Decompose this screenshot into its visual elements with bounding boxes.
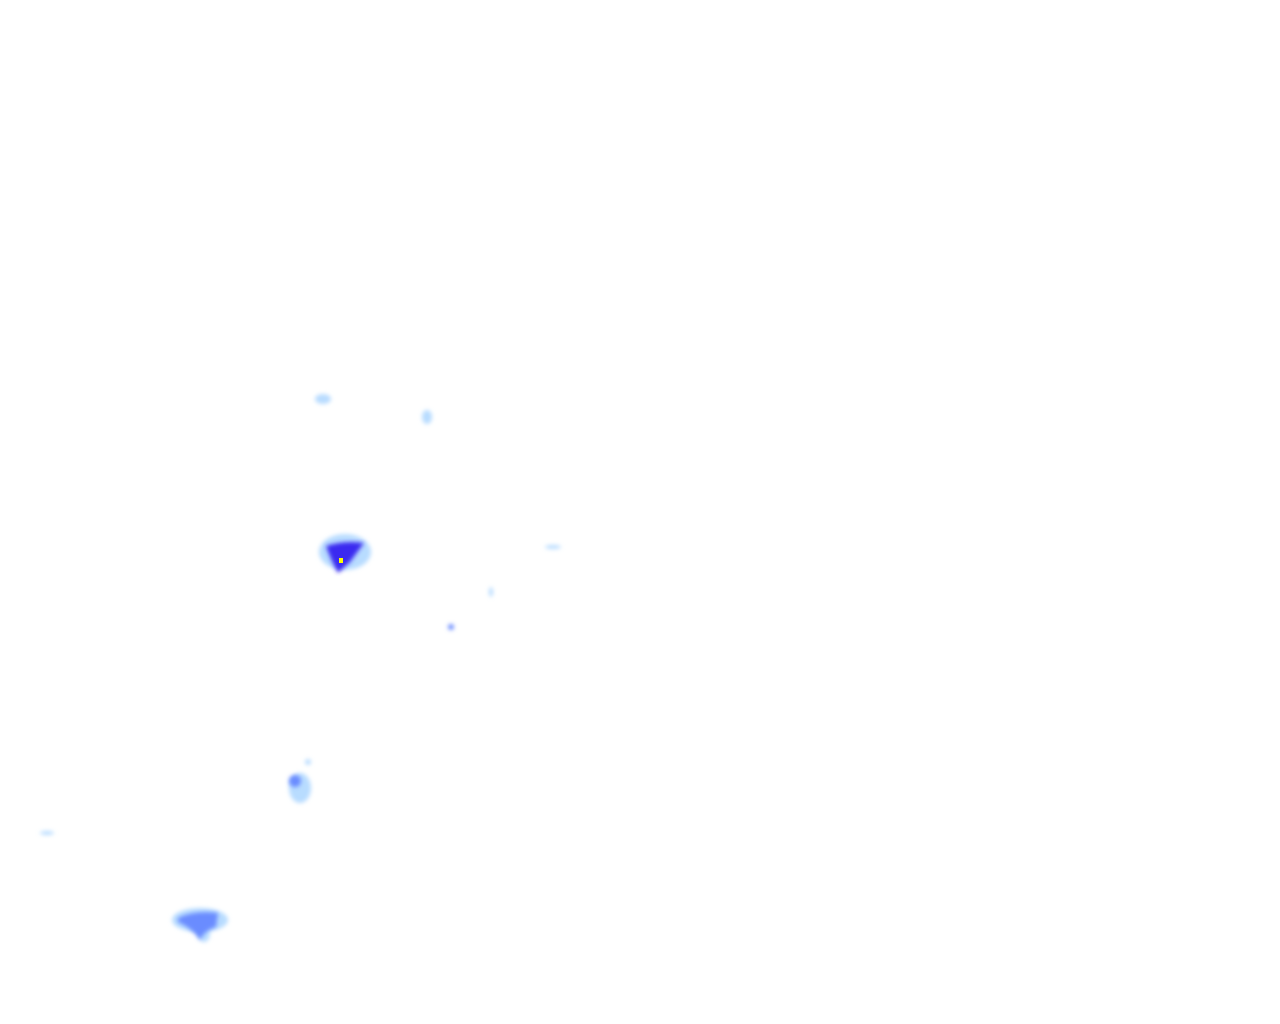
echo-cell: [422, 410, 432, 424]
echo-cell: [289, 775, 301, 787]
echo-cell: [448, 624, 454, 630]
echo-cell: [178, 912, 218, 940]
echo-cell: [40, 831, 54, 835]
heavy-echoes: [326, 542, 364, 573]
moderate-echoes: [178, 624, 454, 940]
echo-core: [339, 558, 343, 563]
echo-cell: [326, 542, 364, 573]
echo-cell: [305, 759, 311, 765]
light-echoes: [40, 394, 561, 942]
echo-cell: [489, 587, 493, 597]
echo-cell: [315, 394, 331, 404]
echo-cell: [545, 545, 561, 549]
